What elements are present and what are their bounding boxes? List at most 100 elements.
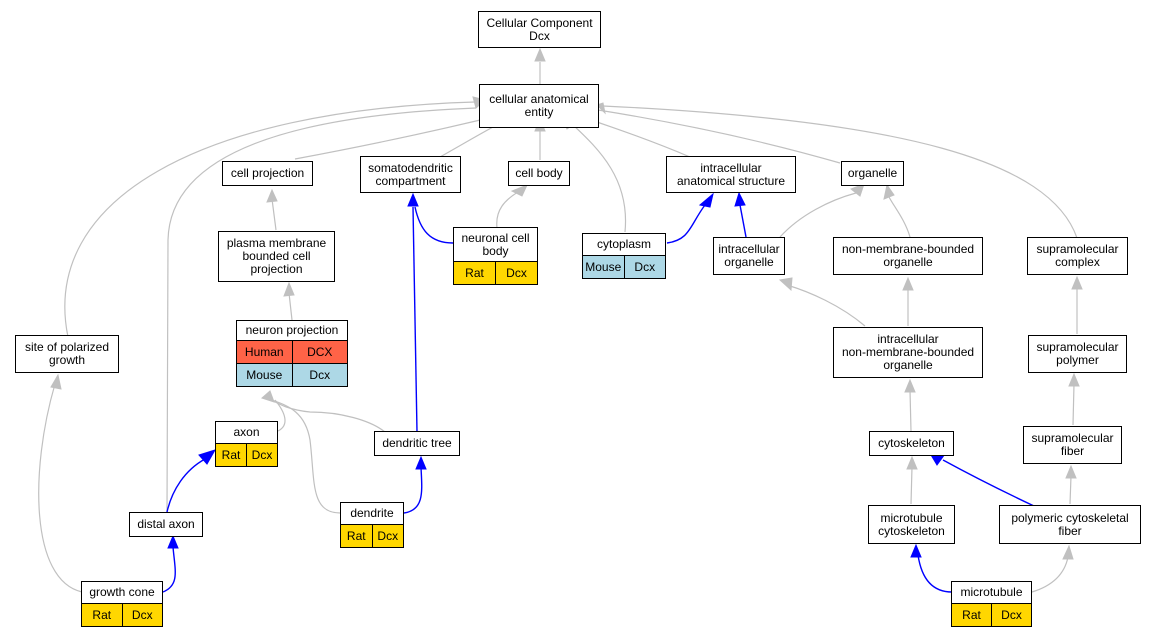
arrowhead-nproj xyxy=(261,390,275,403)
arrowhead-pcf xyxy=(1062,544,1074,560)
arrowhead-organelle-a xyxy=(849,183,865,197)
gene-cell: DCX xyxy=(291,341,347,363)
edge-microtubule-pcf xyxy=(1031,556,1069,593)
edge-dendrite-nproj xyxy=(271,399,341,514)
node-neuron-projection[interactable]: neuron projection Human DCX Mouse Dcx xyxy=(236,320,348,387)
edge-pcf-supfiber xyxy=(1069,475,1072,505)
node-microtubule[interactable]: microtubule Rat Dcx xyxy=(951,581,1032,627)
gene-cell: Dcx xyxy=(246,444,277,466)
species-row: Rat Dcx xyxy=(952,603,1031,626)
species-row: Rat Dcx xyxy=(454,261,537,284)
edge-io-organelle xyxy=(779,192,857,238)
edge-nmbo-organelle xyxy=(888,196,911,238)
gene-cell: Dcx xyxy=(121,604,162,626)
arrowhead-root xyxy=(534,47,546,62)
arrowhead-cae-f xyxy=(596,102,606,115)
edge-distalaxon-axon xyxy=(166,458,206,513)
node-label: distal axon xyxy=(137,517,195,531)
node-growth-cone[interactable]: growth cone Rat Dcx xyxy=(81,581,163,627)
node-cell-projection[interactable]: cell projection xyxy=(222,161,313,186)
arrowhead-cytoskeleton xyxy=(906,455,918,470)
arrowhead-inmbo xyxy=(904,378,916,393)
species-cell: Mouse xyxy=(237,364,292,386)
edge-cytoskeleton-inmbo xyxy=(909,389,912,432)
species-cell: Human xyxy=(237,341,292,363)
edge-dendrite-dtree xyxy=(403,466,423,514)
edge-cytoplasm-ias xyxy=(666,204,706,244)
arrowhead-supcomplex xyxy=(1071,275,1083,290)
edge-ncb-cellbody xyxy=(496,191,519,229)
species-row: Rat Dcx xyxy=(216,443,277,466)
gene-cell: Dcx xyxy=(371,525,403,547)
arrowhead-mtcyto xyxy=(910,543,922,558)
species-row: Rat Dcx xyxy=(82,603,162,626)
gene-cell: Dcx xyxy=(991,604,1031,626)
edge-io-ias xyxy=(739,204,747,238)
node-cytoskeleton[interactable]: cytoskeleton xyxy=(869,431,954,456)
arrowhead-organelle-b xyxy=(883,183,895,200)
node-label: dendrite xyxy=(350,506,394,520)
node-label: cell body xyxy=(515,166,563,180)
edge-pmbcp-cellprojection xyxy=(271,198,277,231)
node-organelle[interactable]: organelle xyxy=(841,161,904,186)
node-label: organelle xyxy=(847,166,898,180)
node-label: neuron projection xyxy=(245,323,339,337)
arrowhead-ias-a xyxy=(698,192,714,208)
node-label: cytoskeleton xyxy=(878,436,945,450)
gene-cell: Dcx xyxy=(495,262,537,284)
node-axon[interactable]: axon Rat Dcx xyxy=(215,421,278,467)
node-label: microtubule xyxy=(960,585,1023,599)
arrowhead-supfiber xyxy=(1065,464,1077,479)
node-dendritic-tree[interactable]: dendritic tree xyxy=(374,431,460,456)
edge-growthcone-distalaxon xyxy=(162,546,176,593)
species-row: Human DCX xyxy=(237,340,347,363)
edge-cellprojection-cae xyxy=(294,113,506,160)
gene-cell: Dcx xyxy=(623,256,665,278)
edge-dtree-nproj xyxy=(267,397,386,433)
species-cell: Rat xyxy=(341,525,372,547)
node-cell-body[interactable]: cell body xyxy=(508,161,570,186)
edge-supfiber-suppoly xyxy=(1072,383,1075,426)
edge-dtree-somatodendritic xyxy=(412,206,418,433)
node-dendrite[interactable]: dendrite Rat Dcx xyxy=(340,502,404,548)
node-distal-axon[interactable]: distal axon xyxy=(129,512,203,537)
node-cytoplasm[interactable]: cytoplasm Mouse Dcx xyxy=(582,233,666,279)
edge-cytoplasm-cae xyxy=(571,123,627,233)
node-label: growth cone xyxy=(89,585,155,599)
species-cell: Rat xyxy=(82,604,122,626)
arrowhead-dtree xyxy=(415,455,427,470)
edge-growthcone-spg xyxy=(38,383,83,593)
edge-pcf-cytoskeleton xyxy=(942,459,1035,507)
arrowhead-pmbcp xyxy=(283,281,295,297)
species-row: Mouse Dcx xyxy=(237,363,347,386)
edge-organelle-cae xyxy=(597,109,841,164)
species-cell: Rat xyxy=(952,604,991,626)
arrowhead-nmbo xyxy=(902,276,914,291)
